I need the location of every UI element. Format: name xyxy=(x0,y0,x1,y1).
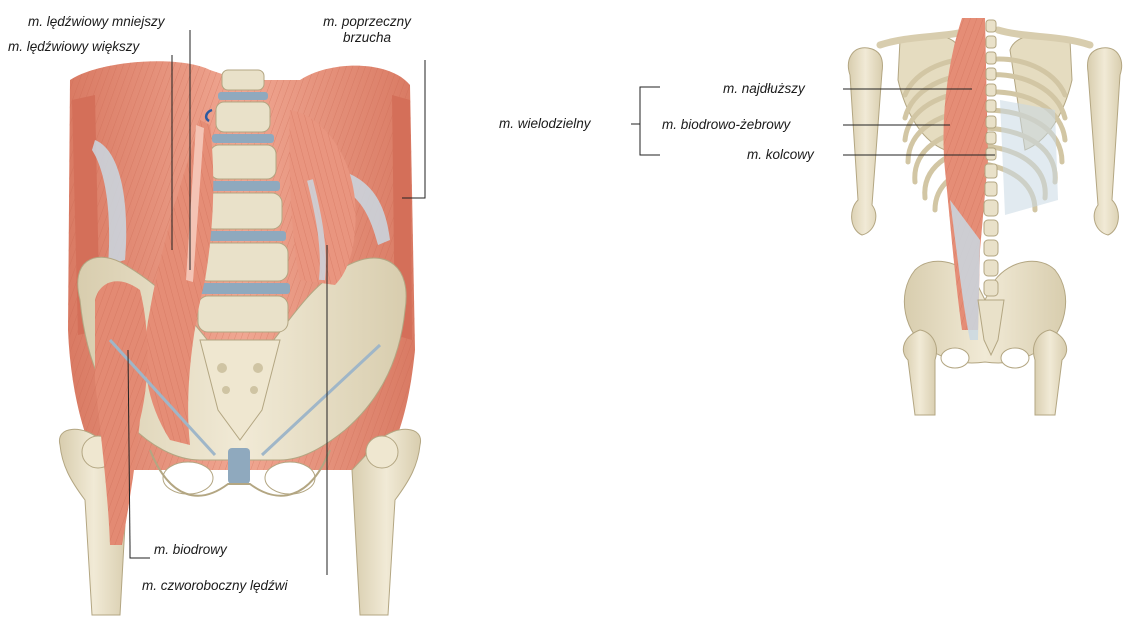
label-transversus-line2: brzucha xyxy=(312,30,422,46)
label-transversus-line1: m. poprzeczny xyxy=(312,14,422,30)
label-transversus-abdominis: m. poprzeczny brzucha xyxy=(312,14,422,46)
label-longissimus: m. najdłuższy xyxy=(723,81,805,97)
label-quadratus-lumborum: m. czworoboczny lędźwi xyxy=(142,578,288,594)
label-multifidus: m. wielodzielny xyxy=(499,116,591,132)
label-psoas-major: m. lędźwiowy większy xyxy=(8,39,139,55)
label-psoas-minor: m. lędźwiowy mniejszy xyxy=(28,14,165,30)
label-iliacus: m. biodrowy xyxy=(154,542,227,558)
label-iliocostalis: m. biodrowo-żebrowy xyxy=(662,117,790,133)
back-skeleton-illustration xyxy=(848,18,1121,415)
label-spinalis: m. kolcowy xyxy=(747,147,814,163)
